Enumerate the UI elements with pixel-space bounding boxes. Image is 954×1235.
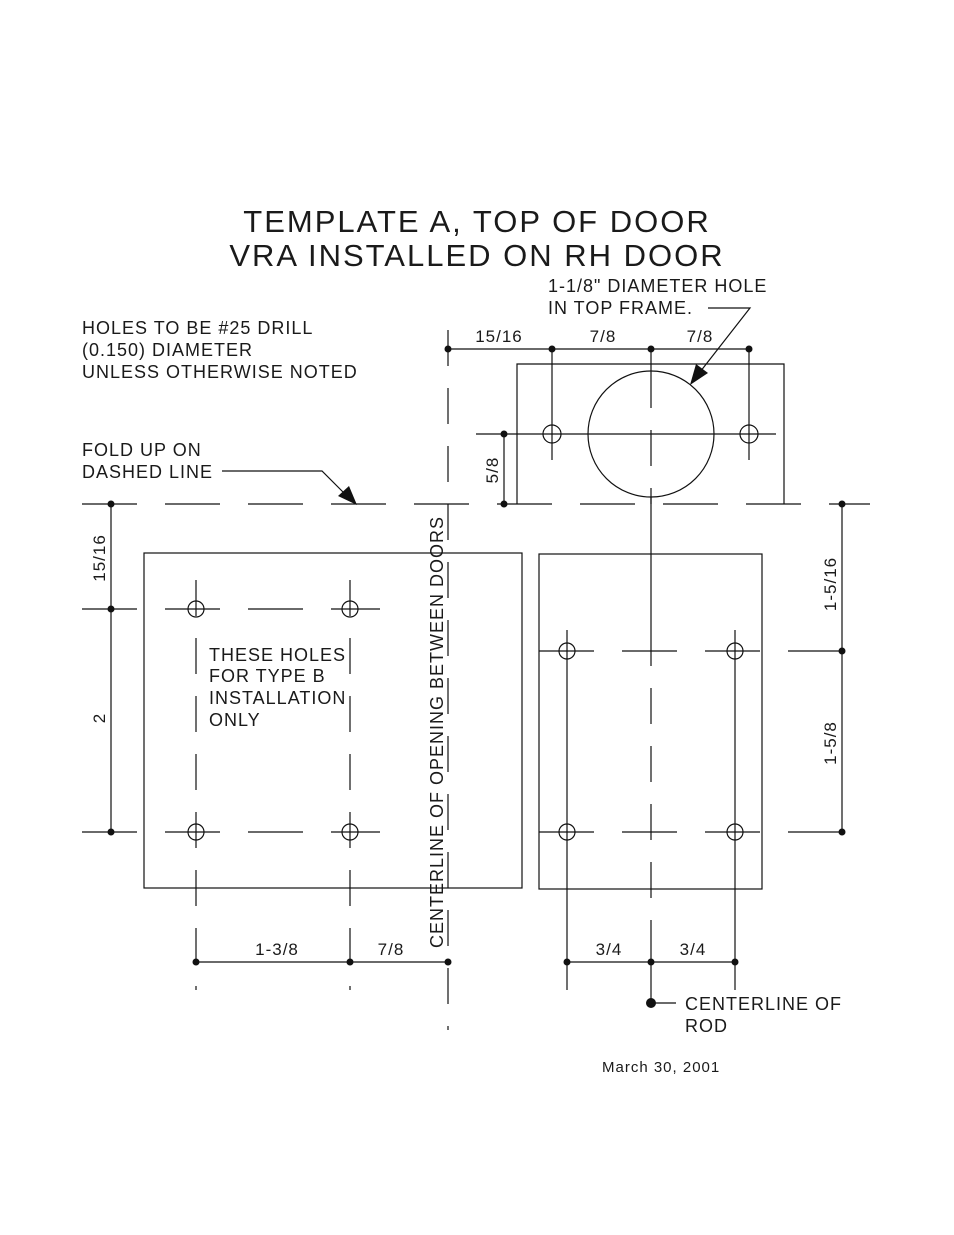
type-b-note-line-4: ONLY [209, 710, 261, 730]
title-line-2: VRA INSTALLED ON RH DOOR [229, 238, 724, 273]
holes-note-line-2: (0.150) DIAMETER [82, 340, 253, 360]
dim-dot [745, 345, 753, 353]
dim-dot [647, 345, 655, 353]
dim-bottom-left-a: 1-3/8 [255, 940, 299, 959]
rod-callout: CENTERLINE OF ROD [646, 994, 842, 1036]
type-b-hole [341, 600, 359, 618]
type-b-note-backdrop [204, 640, 346, 732]
top-dimension-row: 15/16 7/8 7/8 [444, 327, 753, 353]
fold-note-line-1: FOLD UP ON [82, 440, 202, 460]
left-panel: THESE HOLES FOR TYPE B INSTALLATION ONLY [82, 552, 523, 990]
rod-callout-line-2: ROD [685, 1016, 728, 1036]
dim-dot [500, 500, 508, 508]
mounting-hole [558, 823, 576, 841]
bottom-left-dimension-row: 1-3/8 7/8 [192, 940, 452, 966]
mounting-hole [558, 642, 576, 660]
type-b-hole [187, 823, 205, 841]
big-hole-leader [699, 307, 752, 373]
dim-left-top: 15/16 [90, 534, 109, 582]
rod-callout-line-1: CENTERLINE OF [685, 994, 842, 1014]
right-dimension-column: 1-5/16 1-5/8 [821, 500, 846, 836]
dim-dot [444, 958, 452, 966]
type-b-note-line-3: INSTALLATION [209, 688, 346, 708]
right-panel [538, 497, 870, 1003]
holes-note-line-3: UNLESS OTHERWISE NOTED [82, 362, 358, 382]
dim-top-right: 7/8 [687, 327, 714, 346]
dim-dot [838, 647, 846, 655]
type-b-note-line-2: FOR TYPE B [209, 666, 326, 686]
frame-height-dimension: 5/8 [483, 430, 508, 508]
dim-dot [647, 958, 655, 966]
fold-arrowhead [338, 486, 357, 505]
big-hole-arrowhead [690, 364, 708, 385]
type-b-hole [341, 823, 359, 841]
mounting-hole [726, 823, 744, 841]
dim-bottom-left-b: 7/8 [378, 940, 405, 959]
dim-dot [838, 828, 846, 836]
dim-dot [192, 958, 200, 966]
dim-dot [107, 500, 115, 508]
dim-right-spacing: 1-5/8 [821, 721, 840, 765]
dim-left-spacing: 2 [90, 713, 109, 723]
dim-dot [838, 500, 846, 508]
dim-dot [346, 958, 354, 966]
big-hole-note-line-2: IN TOP FRAME. [548, 298, 693, 318]
dim-right-top: 1-5/16 [821, 557, 840, 611]
dim-dot [563, 958, 571, 966]
holes-note: HOLES TO BE #25 DRILL (0.150) DIAMETER U… [82, 318, 358, 382]
dim-dot [731, 958, 739, 966]
big-hole-note: 1-1/8" DIAMETER HOLE IN TOP FRAME. [548, 276, 767, 385]
dim-dot [500, 430, 508, 438]
dim-dot [107, 605, 115, 613]
dim-bottom-right-b: 3/4 [680, 940, 707, 959]
fold-note-line-2: DASHED LINE [82, 462, 213, 482]
dim-dot [444, 345, 452, 353]
holes-note-line-1: HOLES TO BE #25 DRILL [82, 318, 313, 338]
title-line-1: TEMPLATE A, TOP OF DOOR [243, 204, 710, 239]
drawing-date: March 30, 2001 [602, 1059, 720, 1076]
type-b-note-line-1: THESE HOLES [209, 645, 346, 665]
dim-top-left: 15/16 [475, 327, 523, 346]
dim-top-mid: 7/8 [590, 327, 617, 346]
centerline-doors-label: CENTERLINE OF OPENING BETWEEN DOORS [427, 516, 447, 948]
left-dimension-column: 15/16 2 [90, 500, 115, 836]
dim-dot [548, 345, 556, 353]
top-frame [476, 349, 785, 504]
fold-note: FOLD UP ON DASHED LINE [82, 440, 357, 505]
dim-dot [107, 828, 115, 836]
dim-frame-height: 5/8 [483, 457, 502, 484]
big-hole-note-line-1: 1-1/8" DIAMETER HOLE [548, 276, 767, 296]
dim-bottom-right-a: 3/4 [596, 940, 623, 959]
fold-leader [222, 470, 346, 495]
type-b-hole [187, 600, 205, 618]
left-panel-outline [143, 552, 523, 889]
mounting-hole [726, 642, 744, 660]
bottom-right-dimension-row: 3/4 3/4 [563, 940, 739, 966]
